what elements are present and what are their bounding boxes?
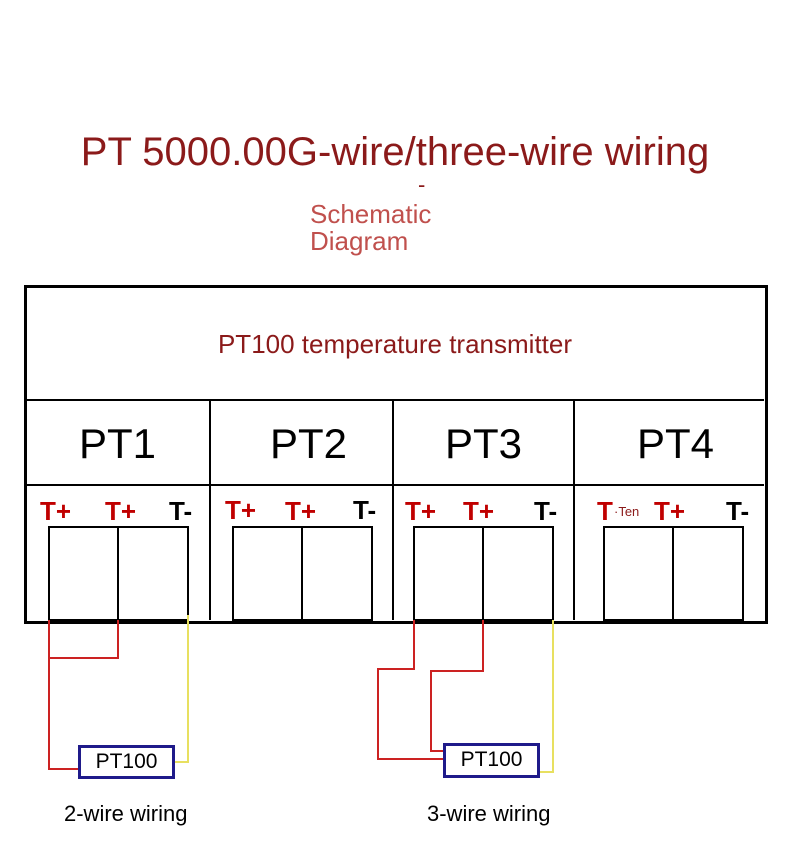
channel-label-pt1: PT1 [78, 420, 157, 467]
pt100-sensor-3wire: PT100 [443, 743, 540, 778]
terminal-label: T+ [225, 495, 257, 525]
subtitle-line-1: Schematic [310, 199, 432, 229]
terminal-label: T- [353, 495, 377, 525]
title-dash: - [418, 172, 426, 197]
terminal-label: T+ [105, 496, 137, 526]
channel-label-pt2: PT2 [269, 420, 348, 467]
subtitle: Schematic Diagram [310, 201, 480, 255]
red-wire-2w-b [49, 620, 119, 659]
terminal-block-pt2 [232, 526, 373, 621]
terminal-label: T+ [463, 496, 495, 526]
terminal-label: T- [169, 496, 193, 526]
terminal-label: T- [726, 496, 750, 526]
caption-3-wire: 3-wire wiring [427, 801, 551, 826]
terminal-label: T+ [40, 496, 72, 526]
terminal-block-pt4 [603, 526, 744, 621]
red-wire-3w-b [430, 620, 484, 752]
terminal-label: T+ [285, 496, 317, 526]
caption-2-wire: 2-wire wiring [64, 801, 188, 826]
terminal-block-pt3 [413, 526, 554, 621]
red-wire-2w-a [48, 620, 79, 770]
transmitter-body [24, 285, 768, 624]
terminal-block-pt1 [48, 526, 189, 621]
terminal-label: T+ [654, 496, 686, 526]
terminal-label: T+ [405, 496, 437, 526]
terminal-label: T- [534, 496, 558, 526]
device-title: PT100 temperature transmitter [217, 329, 573, 359]
yellow-wire-2w [174, 615, 189, 763]
terminal-label: T [597, 496, 613, 526]
channel-label-pt4: PT4 [636, 420, 715, 467]
subtitle-line-2: Diagram [310, 226, 409, 256]
channel-label-pt3: PT3 [444, 420, 523, 467]
pt100-sensor-2wire: PT100 [78, 745, 175, 779]
red-wire-3w-a [377, 620, 443, 760]
page-title: PT 5000.00G-wire/three-wire wiring [80, 130, 710, 174]
terminal-label-small: ·Ten [614, 504, 640, 519]
yellow-wire-3w [539, 620, 554, 773]
